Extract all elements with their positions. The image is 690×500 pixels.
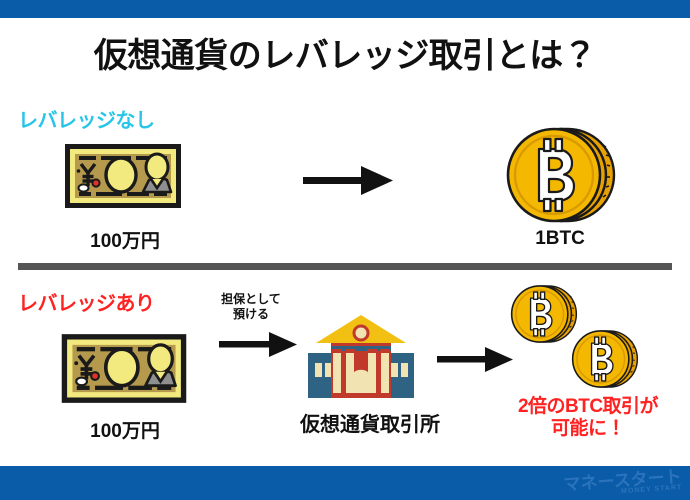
bottom-brand-bar [0,466,690,500]
leverage-result-line1: 2倍のBTC取引が [517,396,659,417]
banknote-icon [59,332,189,405]
caption-money-top: 100万円 [90,231,160,252]
arrow-right-icon [437,345,515,375]
page-title: 仮想通貨のレバレッジ取引とは？ [93,37,597,75]
section-label-no-leverage: レバレッジなし [18,110,155,132]
arrow-right-icon [303,163,395,199]
bitcoin-coin-icon [508,282,580,346]
collateral-note: 担保として 預ける [196,292,306,322]
leverage-result-text: 2倍のBTC取引が 可能に！ [488,396,688,440]
collateral-note-line2: 預ける [232,307,269,321]
section-divider [18,263,672,270]
top-brand-bar [0,0,690,18]
exchange-building-icon [306,313,416,399]
caption-1btc: 1BTC [535,228,585,249]
section-label-with-leverage: レバレッジあり [18,293,155,315]
collateral-note-line1: 担保として [221,292,281,306]
bitcoin-coin-icon [569,327,641,391]
bitcoin-coin-icon [502,125,620,225]
leverage-result-line2: 可能に！ [550,417,626,439]
arrow-right-icon [219,330,299,360]
banknote-icon [63,142,183,210]
caption-exchange: 仮想通貨取引所 [300,414,440,436]
caption-money-bottom: 100万円 [90,421,160,442]
